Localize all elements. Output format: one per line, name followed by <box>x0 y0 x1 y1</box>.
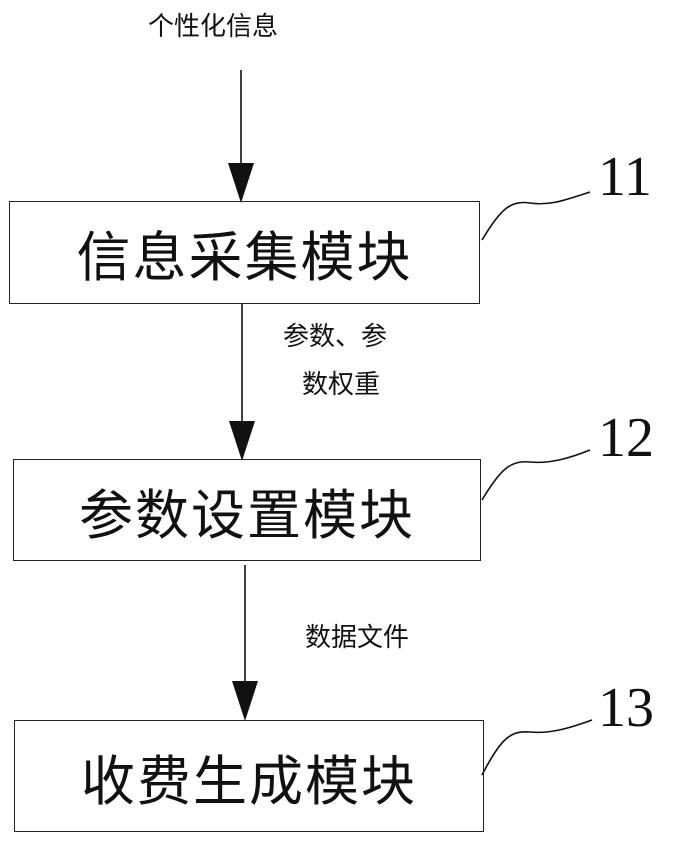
arrowhead-2-3 <box>232 681 258 721</box>
ref-13: 13 <box>598 678 654 738</box>
ref-12: 12 <box>598 408 654 468</box>
flow-label-2: 数据文件 <box>305 619 409 657</box>
leader-13 <box>482 720 592 775</box>
module-param-setting: 参数设置模块 <box>13 459 481 561</box>
flow-label-1-line2: 数权重 <box>302 366 380 404</box>
module-label: 信息采集模块 <box>77 213 413 292</box>
leader-12 <box>482 450 590 500</box>
ref-11: 11 <box>598 147 652 207</box>
input-label: 个性化信息 <box>148 8 278 46</box>
arrowhead-input <box>228 163 254 203</box>
flow-label-1-line1: 参数、参 <box>283 318 387 356</box>
arrowhead-1-2 <box>229 421 255 461</box>
module-info-collection: 信息采集模块 <box>9 201 480 304</box>
module-fee-generation: 收费生成模块 <box>14 720 484 832</box>
module-label: 参数设置模块 <box>79 471 415 550</box>
module-label: 收费生成模块 <box>81 737 417 816</box>
leader-11 <box>482 192 590 240</box>
